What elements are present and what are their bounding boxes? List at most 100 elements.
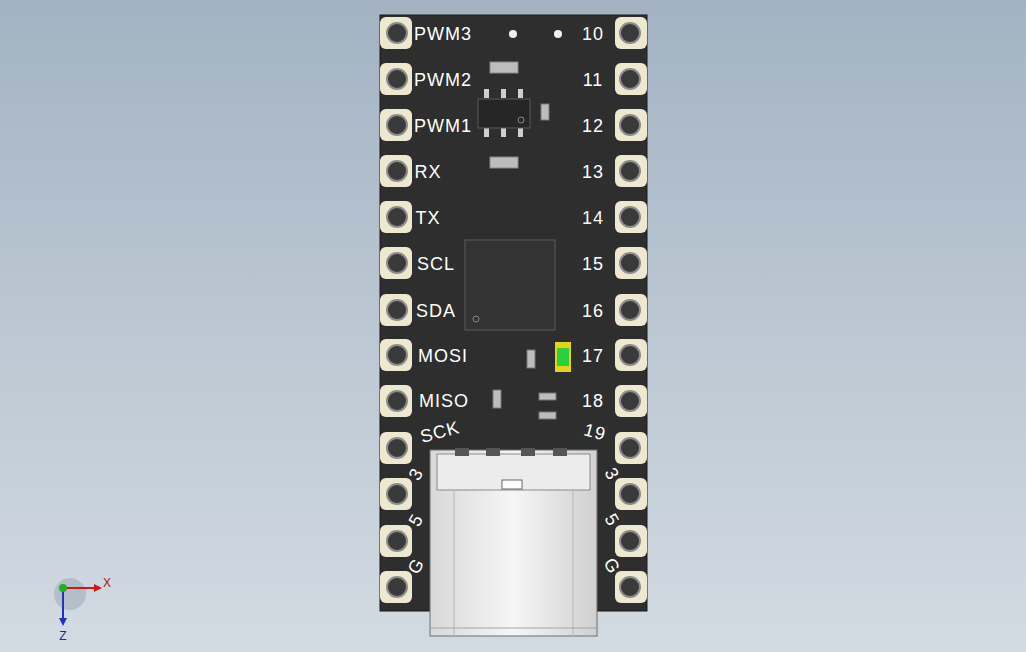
ic-body — [478, 99, 530, 128]
smd-part — [539, 393, 556, 400]
pad-hole — [620, 115, 640, 135]
pad-copper — [380, 385, 412, 417]
pin-label: 3 — [601, 465, 622, 484]
pin1-dot — [473, 316, 479, 322]
pin-label: 5 — [601, 511, 622, 530]
pin-label: 17 — [582, 347, 604, 365]
castellated-pad — [380, 294, 412, 326]
usb-edge — [573, 490, 574, 636]
pad-copper — [380, 17, 412, 49]
pin-label: G — [404, 555, 427, 577]
pad-copper — [615, 63, 647, 95]
pin-label: SDA — [416, 302, 456, 320]
pad-hole — [387, 531, 407, 551]
castellated-pad — [615, 294, 647, 326]
usb-latch — [502, 480, 522, 489]
castellated-pad — [380, 155, 412, 187]
pad-hole — [620, 253, 640, 273]
via-dot — [509, 30, 517, 38]
axis-shade — [54, 578, 86, 610]
usb-c-connector — [430, 448, 597, 636]
pad-copper — [380, 294, 412, 326]
pad-copper — [615, 109, 647, 141]
ic-leg — [518, 128, 523, 137]
smd-part — [539, 412, 556, 419]
pin-label: MOSI — [418, 347, 468, 365]
pad-hole — [620, 484, 640, 504]
pin-label: MISO — [419, 392, 469, 410]
usb-shell — [430, 450, 597, 636]
axis-label: X — [103, 577, 111, 589]
pad-hole — [620, 207, 640, 227]
pin-label: 12 — [582, 117, 604, 135]
pin-label: 18 — [582, 392, 604, 410]
usb-pin — [553, 448, 567, 456]
pad-hole — [387, 484, 407, 504]
pad-copper — [615, 432, 647, 464]
castellated-pad — [380, 17, 412, 49]
pad-copper — [380, 571, 412, 603]
pad-hole — [620, 438, 640, 458]
axis-label: Z — [59, 630, 66, 642]
led-lens — [557, 348, 569, 366]
pad-copper — [615, 201, 647, 233]
castellated-pad — [380, 525, 412, 557]
pin1-dot — [518, 117, 524, 123]
usb-pin — [455, 448, 469, 456]
pin-label: RX — [414, 163, 441, 181]
ic-leg — [518, 89, 523, 98]
pin-label: PWM3 — [414, 25, 472, 43]
pin-label: 16 — [582, 302, 604, 320]
x-axis — [63, 587, 96, 589]
pad-hole — [387, 438, 407, 458]
pin-label: 10 — [582, 25, 604, 43]
usb-back — [437, 454, 590, 490]
smd-part — [493, 390, 501, 408]
pin-label: PWM2 — [414, 71, 472, 89]
castellated-pad — [380, 385, 412, 417]
pad-copper — [380, 247, 412, 279]
ic-leg — [501, 128, 506, 137]
castellated-pad — [615, 525, 647, 557]
x-arrow — [94, 584, 102, 592]
pad-hole — [620, 300, 640, 320]
pad-copper — [380, 201, 412, 233]
led — [555, 342, 571, 372]
pad-copper — [615, 17, 647, 49]
pin-label: SCK — [418, 418, 461, 446]
z-axis — [62, 588, 64, 620]
pad-hole — [387, 69, 407, 89]
pin-label: 11 — [583, 71, 604, 89]
pad-copper — [380, 109, 412, 141]
ic-leg — [484, 89, 489, 98]
pad-hole — [387, 577, 407, 597]
pad-copper — [615, 385, 647, 417]
pad-hole — [387, 23, 407, 43]
pad-hole — [620, 531, 640, 551]
smd-part — [541, 104, 549, 120]
pin-label: 3 — [405, 465, 426, 484]
pad-hole — [387, 207, 407, 227]
mcu-chip — [465, 240, 555, 330]
pad-hole — [387, 345, 407, 365]
usb-pin — [486, 448, 500, 456]
castellated-pad — [380, 201, 412, 233]
castellated-pad — [380, 63, 412, 95]
castellated-pad — [380, 478, 412, 510]
y-axis — [59, 584, 67, 592]
pad-copper — [615, 294, 647, 326]
castellated-pad — [615, 432, 647, 464]
pad-hole — [387, 300, 407, 320]
smd-part — [490, 62, 518, 73]
castellated-pad — [615, 385, 647, 417]
pin-label: SCL — [417, 255, 455, 273]
castellated-pad — [380, 339, 412, 371]
pad-copper — [615, 155, 647, 187]
pad-copper — [615, 247, 647, 279]
pin-label: TX — [415, 209, 440, 227]
castellated-pad — [380, 247, 412, 279]
pin-label: PWM1 — [414, 117, 472, 135]
pad-hole — [387, 391, 407, 411]
